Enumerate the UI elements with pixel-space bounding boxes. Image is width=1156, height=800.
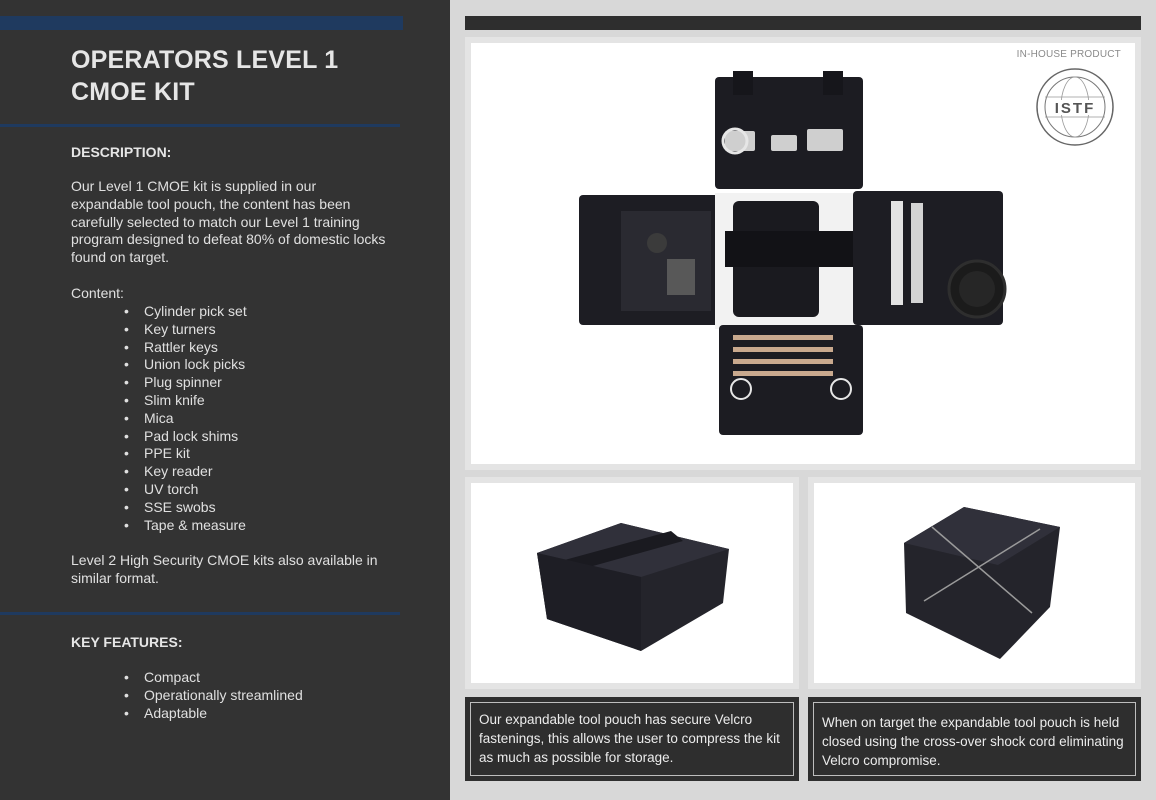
list-item: Cylinder pick set: [124, 303, 247, 321]
features-list: Compact Operationally streamlined Adapta…: [124, 669, 303, 723]
list-item: Tape & measure: [124, 517, 247, 535]
open-pouch-illustration: [579, 71, 1007, 435]
left-panel: OPERATORS LEVEL 1 CMOE KIT DESCRIPTION: …: [0, 0, 450, 800]
top-accent-bar: [0, 16, 403, 30]
right-top-bar: [465, 16, 1141, 30]
content-label: Content:: [71, 285, 124, 301]
description-text: Our Level 1 CMOE kit is supplied in our …: [71, 178, 386, 266]
divider: [0, 612, 400, 615]
divider: [0, 124, 400, 127]
list-item: PPE kit: [124, 445, 247, 463]
list-item: Union lock picks: [124, 356, 247, 374]
kit-open-photo: IN-HOUSE PRODUCT ISTF: [465, 37, 1141, 470]
list-item: Key turners: [124, 321, 247, 339]
pouch-closed-velcro-photo: [465, 477, 799, 689]
caption-text: Our expandable tool pouch has secure Vel…: [470, 702, 794, 776]
content-list: Cylinder pick set Key turners Rattler ke…: [124, 303, 247, 535]
list-item: Mica: [124, 410, 247, 428]
list-item: UV torch: [124, 481, 247, 499]
level2-note: Level 2 High Security CMOE kits also ava…: [71, 552, 378, 586]
description-heading: DESCRIPTION:: [71, 144, 172, 160]
page-title: OPERATORS LEVEL 1 CMOE KIT: [71, 46, 339, 106]
list-item: Operationally streamlined: [124, 687, 303, 705]
features-heading: KEY FEATURES:: [71, 634, 183, 650]
caption-shock-cord: When on target the expandable tool pouch…: [808, 697, 1141, 781]
istf-logo: ISTF: [1035, 67, 1115, 147]
svg-text:ISTF: ISTF: [1055, 100, 1096, 117]
closed-pouch-illustration: [904, 507, 1060, 659]
list-item: Slim knife: [124, 392, 247, 410]
caption-text: When on target the expandable tool pouch…: [813, 702, 1136, 776]
closed-pouch-illustration: [537, 523, 729, 651]
list-item: Plug spinner: [124, 374, 247, 392]
caption-velcro: Our expandable tool pouch has secure Vel…: [465, 697, 799, 781]
list-item: Adaptable: [124, 705, 303, 723]
list-item: Key reader: [124, 463, 247, 481]
in-house-label: IN-HOUSE PRODUCT: [1016, 49, 1121, 60]
list-item: Compact: [124, 669, 303, 687]
pouch-closed-shockcord-photo: [808, 477, 1141, 689]
list-item: Rattler keys: [124, 339, 247, 357]
list-item: SSE swobs: [124, 499, 247, 517]
list-item: Pad lock shims: [124, 428, 247, 446]
